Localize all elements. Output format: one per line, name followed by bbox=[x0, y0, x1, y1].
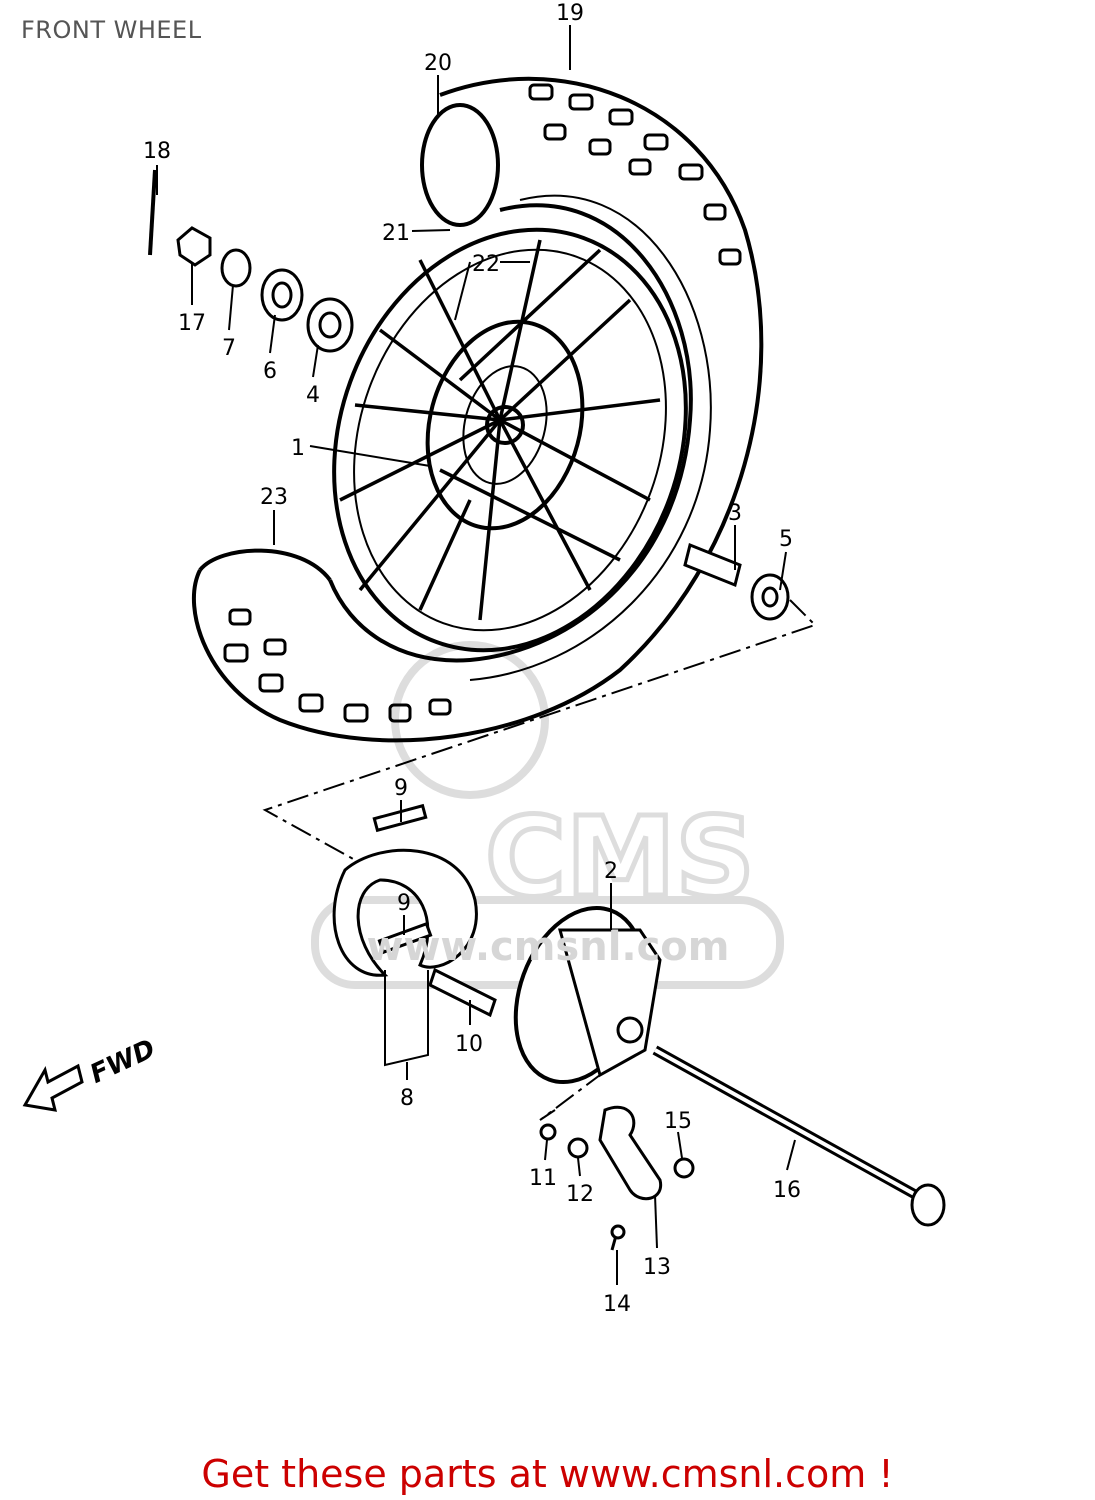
tire-section-20 bbox=[420, 103, 500, 227]
callout-3: 3 bbox=[728, 501, 742, 526]
callout-16: 16 bbox=[773, 1178, 801, 1203]
callout-12: 12 bbox=[566, 1182, 594, 1207]
callout-14: 14 bbox=[603, 1292, 631, 1317]
callout-7: 7 bbox=[222, 336, 236, 361]
footer-link[interactable]: Get these parts at www.cmsnl.com ! bbox=[201, 1452, 894, 1496]
callout-15: 15 bbox=[664, 1109, 692, 1134]
callout-9: 9 bbox=[394, 776, 408, 801]
forward-arrow-icon: FWD bbox=[22, 1034, 160, 1112]
page-title: FRONT WHEEL bbox=[21, 16, 202, 44]
callout-labels: 19 20 18 21 22 17 7 6 4 1 23 3 5 9 2 9 1… bbox=[143, 1, 801, 1317]
callout-23: 23 bbox=[260, 485, 288, 510]
svg-text:www.cmsnl.com: www.cmsnl.com bbox=[367, 924, 730, 970]
callout-19: 19 bbox=[556, 1, 584, 26]
brake-shoes bbox=[332, 803, 497, 1018]
fwd-label: FWD bbox=[86, 1034, 160, 1090]
callout-17: 17 bbox=[178, 311, 206, 336]
callout-5: 5 bbox=[779, 527, 793, 552]
callout-13: 13 bbox=[643, 1255, 671, 1280]
callout-4: 4 bbox=[306, 383, 320, 408]
callout-18: 18 bbox=[143, 139, 171, 164]
wheel-rim-hub bbox=[332, 227, 688, 653]
callout-2: 2 bbox=[604, 859, 618, 884]
assembly-lines bbox=[262, 599, 817, 1121]
tire bbox=[191, 76, 764, 743]
callout-20: 20 bbox=[424, 51, 452, 76]
callout-8: 8 bbox=[400, 1086, 414, 1111]
callout-1: 1 bbox=[291, 436, 305, 461]
brake-panel bbox=[513, 905, 662, 1085]
callout-10: 10 bbox=[455, 1032, 483, 1057]
axle-parts bbox=[148, 169, 946, 1251]
callout-21: 21 bbox=[382, 221, 410, 246]
watermark-logo: CMS www.cmsnl.com bbox=[367, 791, 758, 971]
callout-22: 22 bbox=[472, 252, 500, 277]
callout-11: 11 bbox=[529, 1166, 557, 1191]
leader-lines bbox=[156, 25, 796, 1285]
svg-text:CMS: CMS bbox=[485, 793, 754, 921]
callout-9: 9 bbox=[397, 891, 411, 916]
callout-6: 6 bbox=[263, 359, 277, 384]
